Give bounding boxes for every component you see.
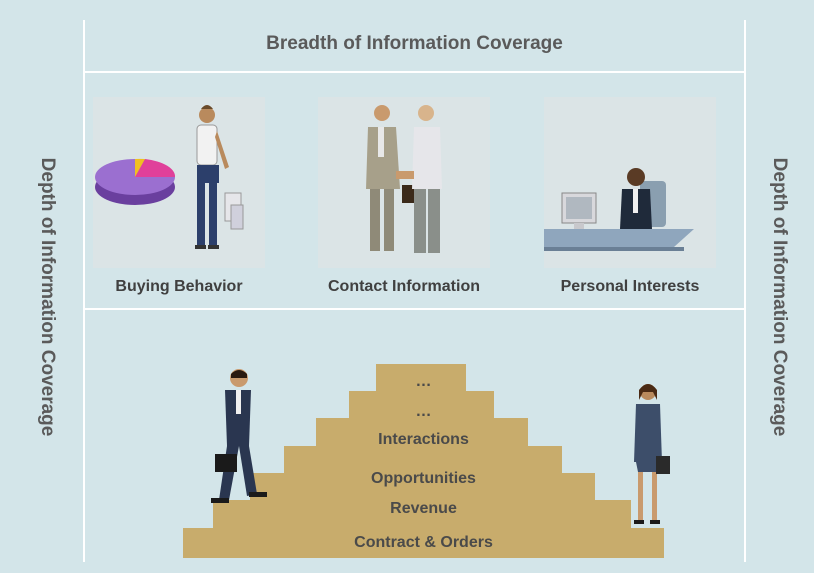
label-ellipsis-upper: … — [415, 373, 432, 390]
step-ellipsis-3 — [376, 364, 466, 391]
standing-businesswoman-icon — [634, 384, 670, 524]
label-contract-orders: Contract & Orders — [354, 534, 493, 551]
step-ellipsis-1 — [316, 418, 528, 446]
title-divider — [84, 71, 745, 73]
handshake-icon — [366, 105, 442, 253]
label-ellipsis-lower: … — [415, 403, 432, 420]
step-interactions — [284, 446, 562, 473]
step-ellipsis-2 — [349, 391, 494, 418]
middle-divider — [84, 308, 745, 310]
personal-interests-caption: Personal Interests — [560, 278, 700, 295]
step-revenue — [213, 500, 631, 528]
desk-computer-worker-icon — [544, 168, 694, 251]
step-opportunities — [250, 473, 595, 500]
personal-interests-panel — [544, 97, 716, 268]
breadth-title: Breadth of Information Coverage — [266, 33, 563, 54]
left-divider — [83, 20, 85, 562]
label-opportunities: Opportunities — [371, 470, 476, 487]
walking-businessman-icon — [211, 369, 267, 503]
label-revenue: Revenue — [390, 500, 457, 517]
step-contract-orders — [183, 528, 664, 558]
right-divider — [744, 20, 746, 562]
contact-information-panel — [318, 97, 490, 268]
buying-behavior-caption: Buying Behavior — [115, 278, 243, 295]
pie-chart-shopper-icon — [95, 105, 244, 249]
contact-information-caption: Contact Information — [328, 278, 480, 295]
buying-behavior-panel — [93, 97, 265, 268]
label-interactions: Interactions — [378, 431, 469, 448]
